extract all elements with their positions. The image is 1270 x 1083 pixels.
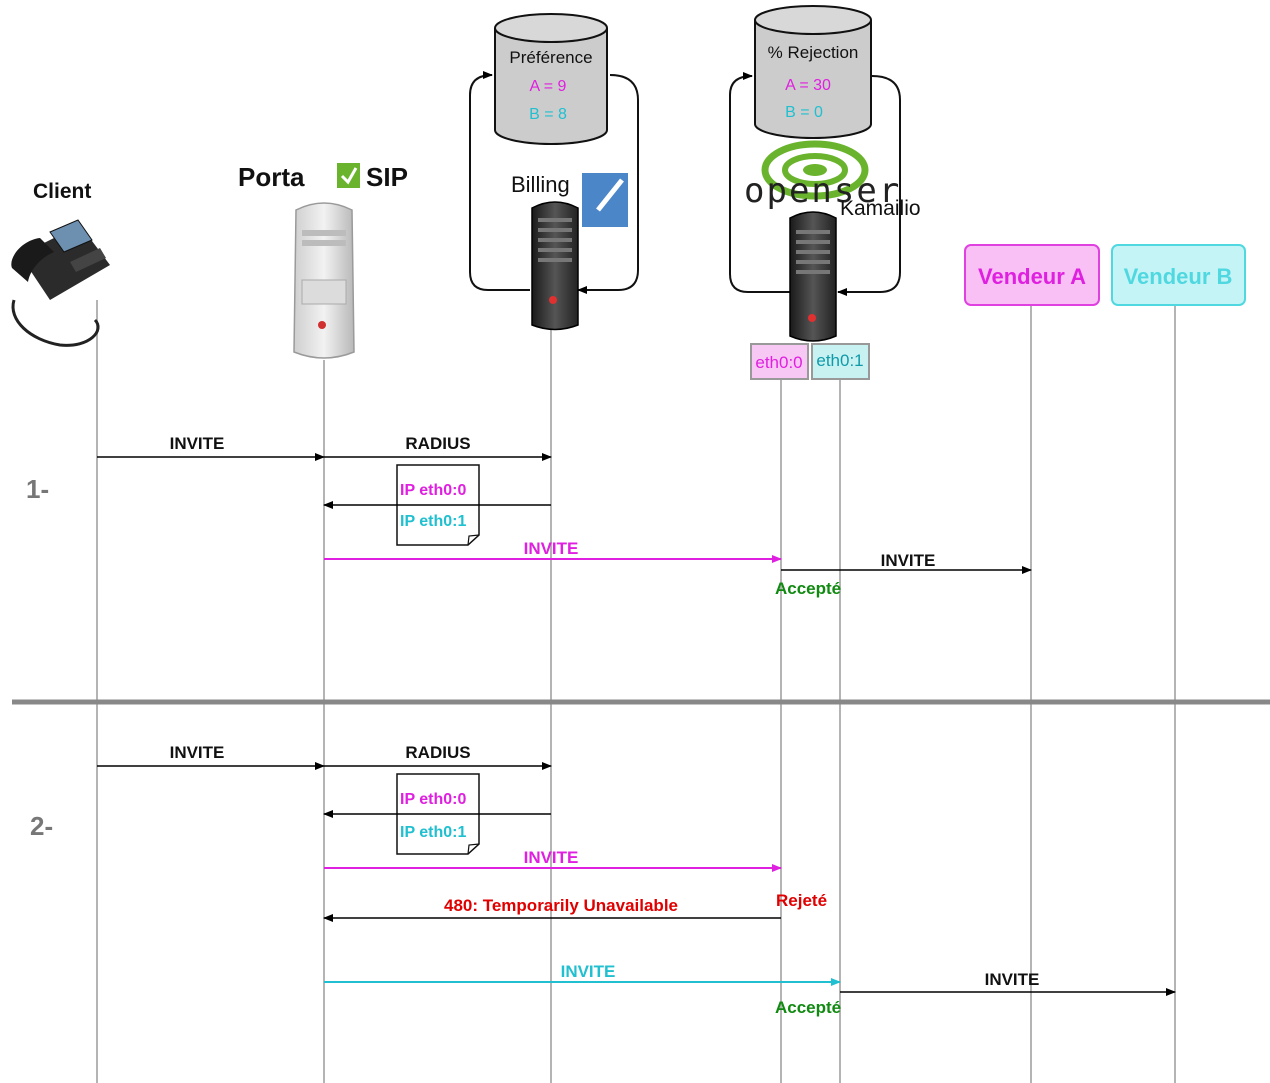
s2-error-label: 480: Temporarily Unavailable <box>444 896 678 915</box>
scenario1-number: 1- <box>26 474 49 504</box>
interface-eth1-label: eth0:1 <box>816 351 863 370</box>
s2-radius-label: RADIUS <box>405 743 470 762</box>
kamailio-server-icon <box>790 212 836 341</box>
phone-icon <box>11 220 110 345</box>
rejection-a: A = 30 <box>785 77 831 94</box>
portasip-logo-right: SIP <box>366 162 408 192</box>
rejection-database: % Rejection A = 30 B = 0 <box>755 6 871 138</box>
preference-b: B = 8 <box>529 106 567 123</box>
scenario2-number: 2- <box>30 811 53 841</box>
interface-eth0-label: eth0:0 <box>755 353 802 372</box>
s2-invite-vendor-label: INVITE <box>985 970 1040 989</box>
portasip-logo-check-icon <box>337 163 360 188</box>
client-label: Client <box>33 180 91 203</box>
vendeur-a-label: Vendeur A <box>978 264 1086 289</box>
s2-rejected-label: Rejeté <box>776 891 827 910</box>
vendeur-b-label: Vendeur B <box>1124 264 1233 289</box>
portasip-server-icon <box>294 203 354 358</box>
interface-eth0: eth0:0 <box>751 344 808 379</box>
preference-a: A = 9 <box>530 78 567 95</box>
s1-accepted-label: Accepté <box>775 579 841 598</box>
rejection-title: % Rejection <box>768 43 859 62</box>
s1-invite-vendor-label: INVITE <box>881 551 936 570</box>
s2-accepted-label: Accepté <box>775 998 841 1017</box>
kamailio-label: Kamailio <box>840 197 921 220</box>
preference-database: Préférence A = 9 B = 8 <box>495 14 607 144</box>
s2-note-eth0: IP eth0:0 <box>400 791 467 808</box>
vendeur-a-box: Vendeur A <box>965 245 1099 305</box>
s1-note-eth0: IP eth0:0 <box>400 482 467 499</box>
interface-eth1: eth0:1 <box>812 344 869 379</box>
s1-note-eth1: IP eth0:1 <box>400 513 467 530</box>
lifelines <box>97 300 1175 1083</box>
s1-invite-magenta-label: INVITE <box>524 539 579 558</box>
s1-invite-label: INVITE <box>170 434 225 453</box>
preference-title: Préférence <box>509 48 592 67</box>
s2-invite-label: INVITE <box>170 743 225 762</box>
billing-label: Billing <box>511 172 570 197</box>
s2-note-eth1: IP eth0:1 <box>400 824 467 841</box>
portasip-logo-left: Porta <box>238 162 305 192</box>
s1-radius-label: RADIUS <box>405 434 470 453</box>
vendeur-b-box: Vendeur B <box>1112 245 1245 305</box>
rejection-b: B = 0 <box>785 104 823 121</box>
billing-logo-icon <box>582 173 628 227</box>
s2-invite-cyan-label: INVITE <box>561 962 616 981</box>
s2-invite-magenta-label: INVITE <box>524 848 579 867</box>
billing-server-icon <box>532 202 578 330</box>
